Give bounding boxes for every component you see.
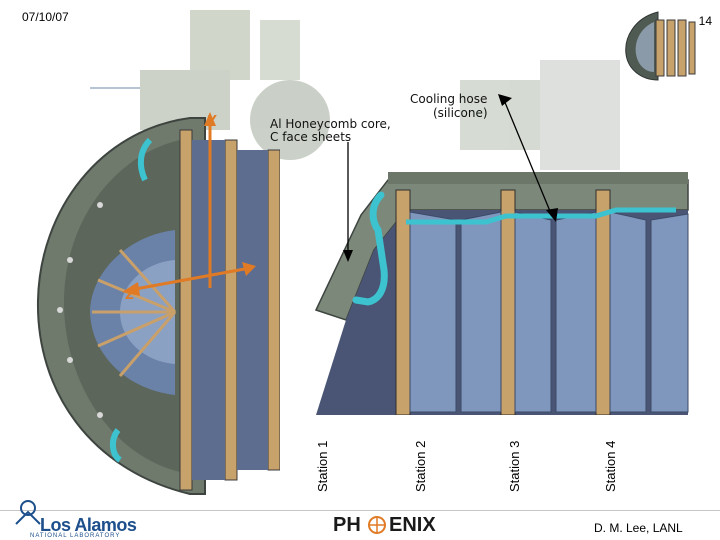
cooling-hose-label-line1: Cooling hose [410,92,488,106]
background-detector-photo [140,10,620,190]
honeycomb-label-line2: C face sheets [270,130,352,144]
footer-divider [0,510,720,511]
half-cage-cutaway-view [296,172,706,415]
phenix-logo-pre: PH [333,514,361,536]
station-2-label: Station 2 [413,440,428,492]
phenix-logo-post: ENIX [389,514,436,536]
station-1-label: Station 1 [315,440,330,492]
callout-arrows [343,94,558,262]
station-3-label: Station 3 [507,440,522,492]
cooling-hose-label-line2: (silicone) [433,106,488,120]
axis-arrows [122,112,256,296]
lab-subtitle: NATIONAL LABORATORY [30,533,121,539]
axis-y-label: Y [208,113,217,127]
author-credit: D. M. Lee, LANL [594,521,683,535]
assembly-thumbnail [618,8,698,84]
page-number: 14 [698,14,712,28]
lab-name: Los Alamos [40,515,137,535]
phenix-logo-icon [368,516,386,534]
honeycomb-label-line1: Al Honeycomb core, [270,117,391,131]
slide-date: 07/10/07 [22,10,69,24]
half-cage-left-view [36,117,280,495]
station-4-label: Station 4 [603,440,618,492]
axis-z-label: Z [125,288,134,302]
los-alamos-logo [15,500,41,525]
